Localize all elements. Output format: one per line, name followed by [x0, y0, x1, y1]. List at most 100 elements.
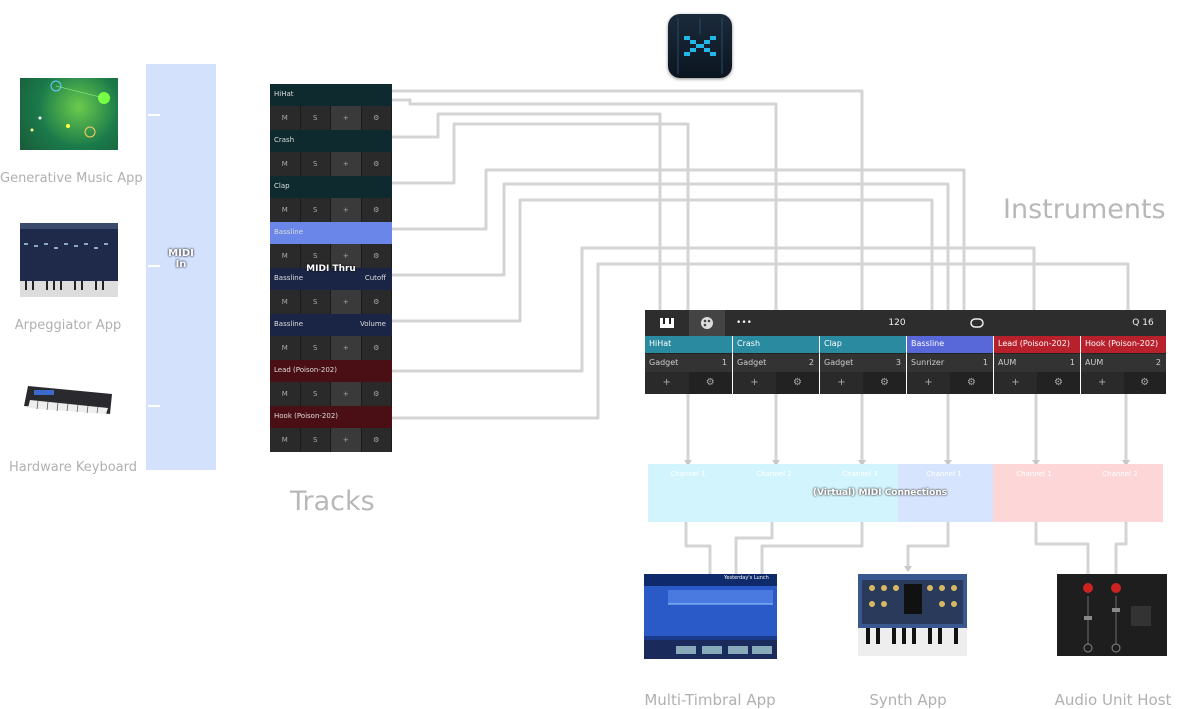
tempo-display[interactable]: 120 [888, 318, 906, 328]
instrument-bassline[interactable]: Bassline [907, 336, 993, 353]
solo-button[interactable]: S [301, 152, 331, 176]
add-button[interactable]: + [1011, 377, 1020, 388]
quantize-display[interactable]: Q 16 [1132, 318, 1154, 328]
solo-button[interactable]: S [301, 382, 331, 406]
midi-thru-label: MIDI Thru [306, 264, 356, 274]
gear-icon[interactable]: ⚙ [1037, 372, 1080, 394]
solo-button[interactable]: S [301, 336, 331, 360]
mute-button[interactable]: M [270, 382, 301, 406]
solo-button[interactable]: S [301, 106, 331, 130]
add-button[interactable]: + [331, 336, 362, 360]
instrument-controls: +⚙ [645, 372, 732, 394]
solo-button[interactable]: S [301, 428, 331, 452]
track-name: Clap [274, 182, 290, 190]
mute-button[interactable]: M [270, 336, 301, 360]
add-button[interactable]: + [331, 290, 362, 314]
solo-button[interactable]: S [301, 198, 331, 222]
track-name: Bassline [274, 274, 304, 282]
instrument-controls: +⚙ [733, 372, 819, 394]
more-button[interactable]: ••• [736, 318, 752, 328]
mute-button[interactable]: M [270, 198, 301, 222]
midi-in-label: MIDI In [146, 248, 216, 270]
instrument-toolbar: ••• 120 Q 16 [645, 310, 1166, 336]
mute-button[interactable]: M [270, 428, 301, 452]
instrument-hook[interactable]: Hook (Poison-202) [1081, 336, 1166, 353]
piano-icon[interactable] [651, 310, 683, 336]
instrument-hihat[interactable]: HiHat [645, 336, 732, 353]
gear-icon[interactable]: ⚙ [362, 106, 392, 130]
gear-icon[interactable]: ⚙ [362, 428, 392, 452]
track-hook[interactable]: Hook (Poison-202) [270, 406, 392, 428]
instrument-controls: +⚙ [907, 372, 993, 394]
mute-button[interactable]: M [270, 244, 301, 268]
solo-button[interactable]: S [301, 290, 331, 314]
instrument-host: AUM 1 [994, 353, 1080, 372]
track-bassline-cutoff[interactable]: Bassline Cutoff [270, 268, 392, 290]
host-name: Gadget [737, 358, 767, 367]
add-button[interactable]: + [837, 377, 846, 388]
track-name: Crash [274, 136, 295, 144]
add-button[interactable]: + [331, 152, 362, 176]
add-button[interactable]: + [331, 428, 362, 452]
track-name: Bassline [274, 228, 304, 236]
wire-hihat-b [392, 98, 778, 338]
host-name: AUM [998, 358, 1017, 367]
gear-icon[interactable]: ⚙ [362, 244, 392, 268]
host-number: 1 [1069, 358, 1075, 367]
gear-icon[interactable]: ⚙ [362, 290, 392, 314]
destination-label-aum: Audio Unit Host [1054, 691, 1172, 709]
gear-icon[interactable]: ⚙ [688, 372, 732, 394]
gear-icon[interactable]: ⚙ [362, 198, 392, 222]
add-button[interactable]: + [331, 244, 362, 268]
add-button[interactable]: + [1098, 377, 1107, 388]
source-label-arpeggiator: Arpeggiator App [14, 318, 122, 333]
loop-icon[interactable] [965, 310, 989, 336]
palette-icon[interactable] [689, 310, 725, 336]
mute-button[interactable]: M [270, 106, 301, 130]
aum-app-screenshot [1057, 574, 1167, 656]
app-logo-icon [677, 18, 723, 74]
instrument-controls: +⚙ [1081, 372, 1166, 394]
add-button[interactable]: + [662, 377, 671, 388]
app-icon [668, 14, 732, 78]
host-number: 3 [895, 358, 901, 367]
instrument-crash[interactable]: Crash [733, 336, 819, 353]
instrument-clap[interactable]: Clap [820, 336, 906, 353]
track-lead[interactable]: Lead (Poison-202) [270, 360, 392, 382]
instrument-lead[interactable]: Lead (Poison-202) [994, 336, 1080, 353]
gear-icon[interactable]: ⚙ [950, 372, 993, 394]
add-button[interactable]: + [331, 198, 362, 222]
multi-app-header: Yesterday's Lunch [724, 575, 769, 581]
gear-icon[interactable]: ⚙ [362, 382, 392, 406]
channel-label: Channel 1 [670, 470, 706, 478]
mute-button[interactable]: M [270, 290, 301, 314]
gear-icon[interactable]: ⚙ [1123, 372, 1166, 394]
track-hihat[interactable]: HiHat [270, 84, 392, 106]
add-button[interactable]: + [331, 382, 362, 406]
gear-icon[interactable]: ⚙ [362, 336, 392, 360]
track-clap[interactable]: Clap [270, 176, 392, 198]
palette-glyph [701, 317, 713, 329]
midi-in-bar [146, 64, 216, 470]
add-button[interactable]: + [331, 106, 362, 130]
channel-label: Channel 2 [756, 470, 792, 478]
destination-label-multi: Multi-Timbral App [644, 691, 776, 709]
gear-icon[interactable]: ⚙ [362, 152, 392, 176]
keyboard-art [24, 386, 112, 414]
mute-button[interactable]: M [270, 152, 301, 176]
source-label-generative: Generative Music App [0, 171, 143, 186]
gear-icon[interactable]: ⚙ [776, 372, 819, 394]
track-crash[interactable]: Crash [270, 130, 392, 152]
add-button[interactable]: + [750, 377, 759, 388]
add-button[interactable]: + [924, 377, 933, 388]
track-bassline[interactable]: Bassline [270, 222, 392, 244]
solo-button[interactable]: S [301, 244, 331, 268]
track-param: Cutoff [364, 274, 386, 282]
gear-icon[interactable]: ⚙ [863, 372, 906, 394]
